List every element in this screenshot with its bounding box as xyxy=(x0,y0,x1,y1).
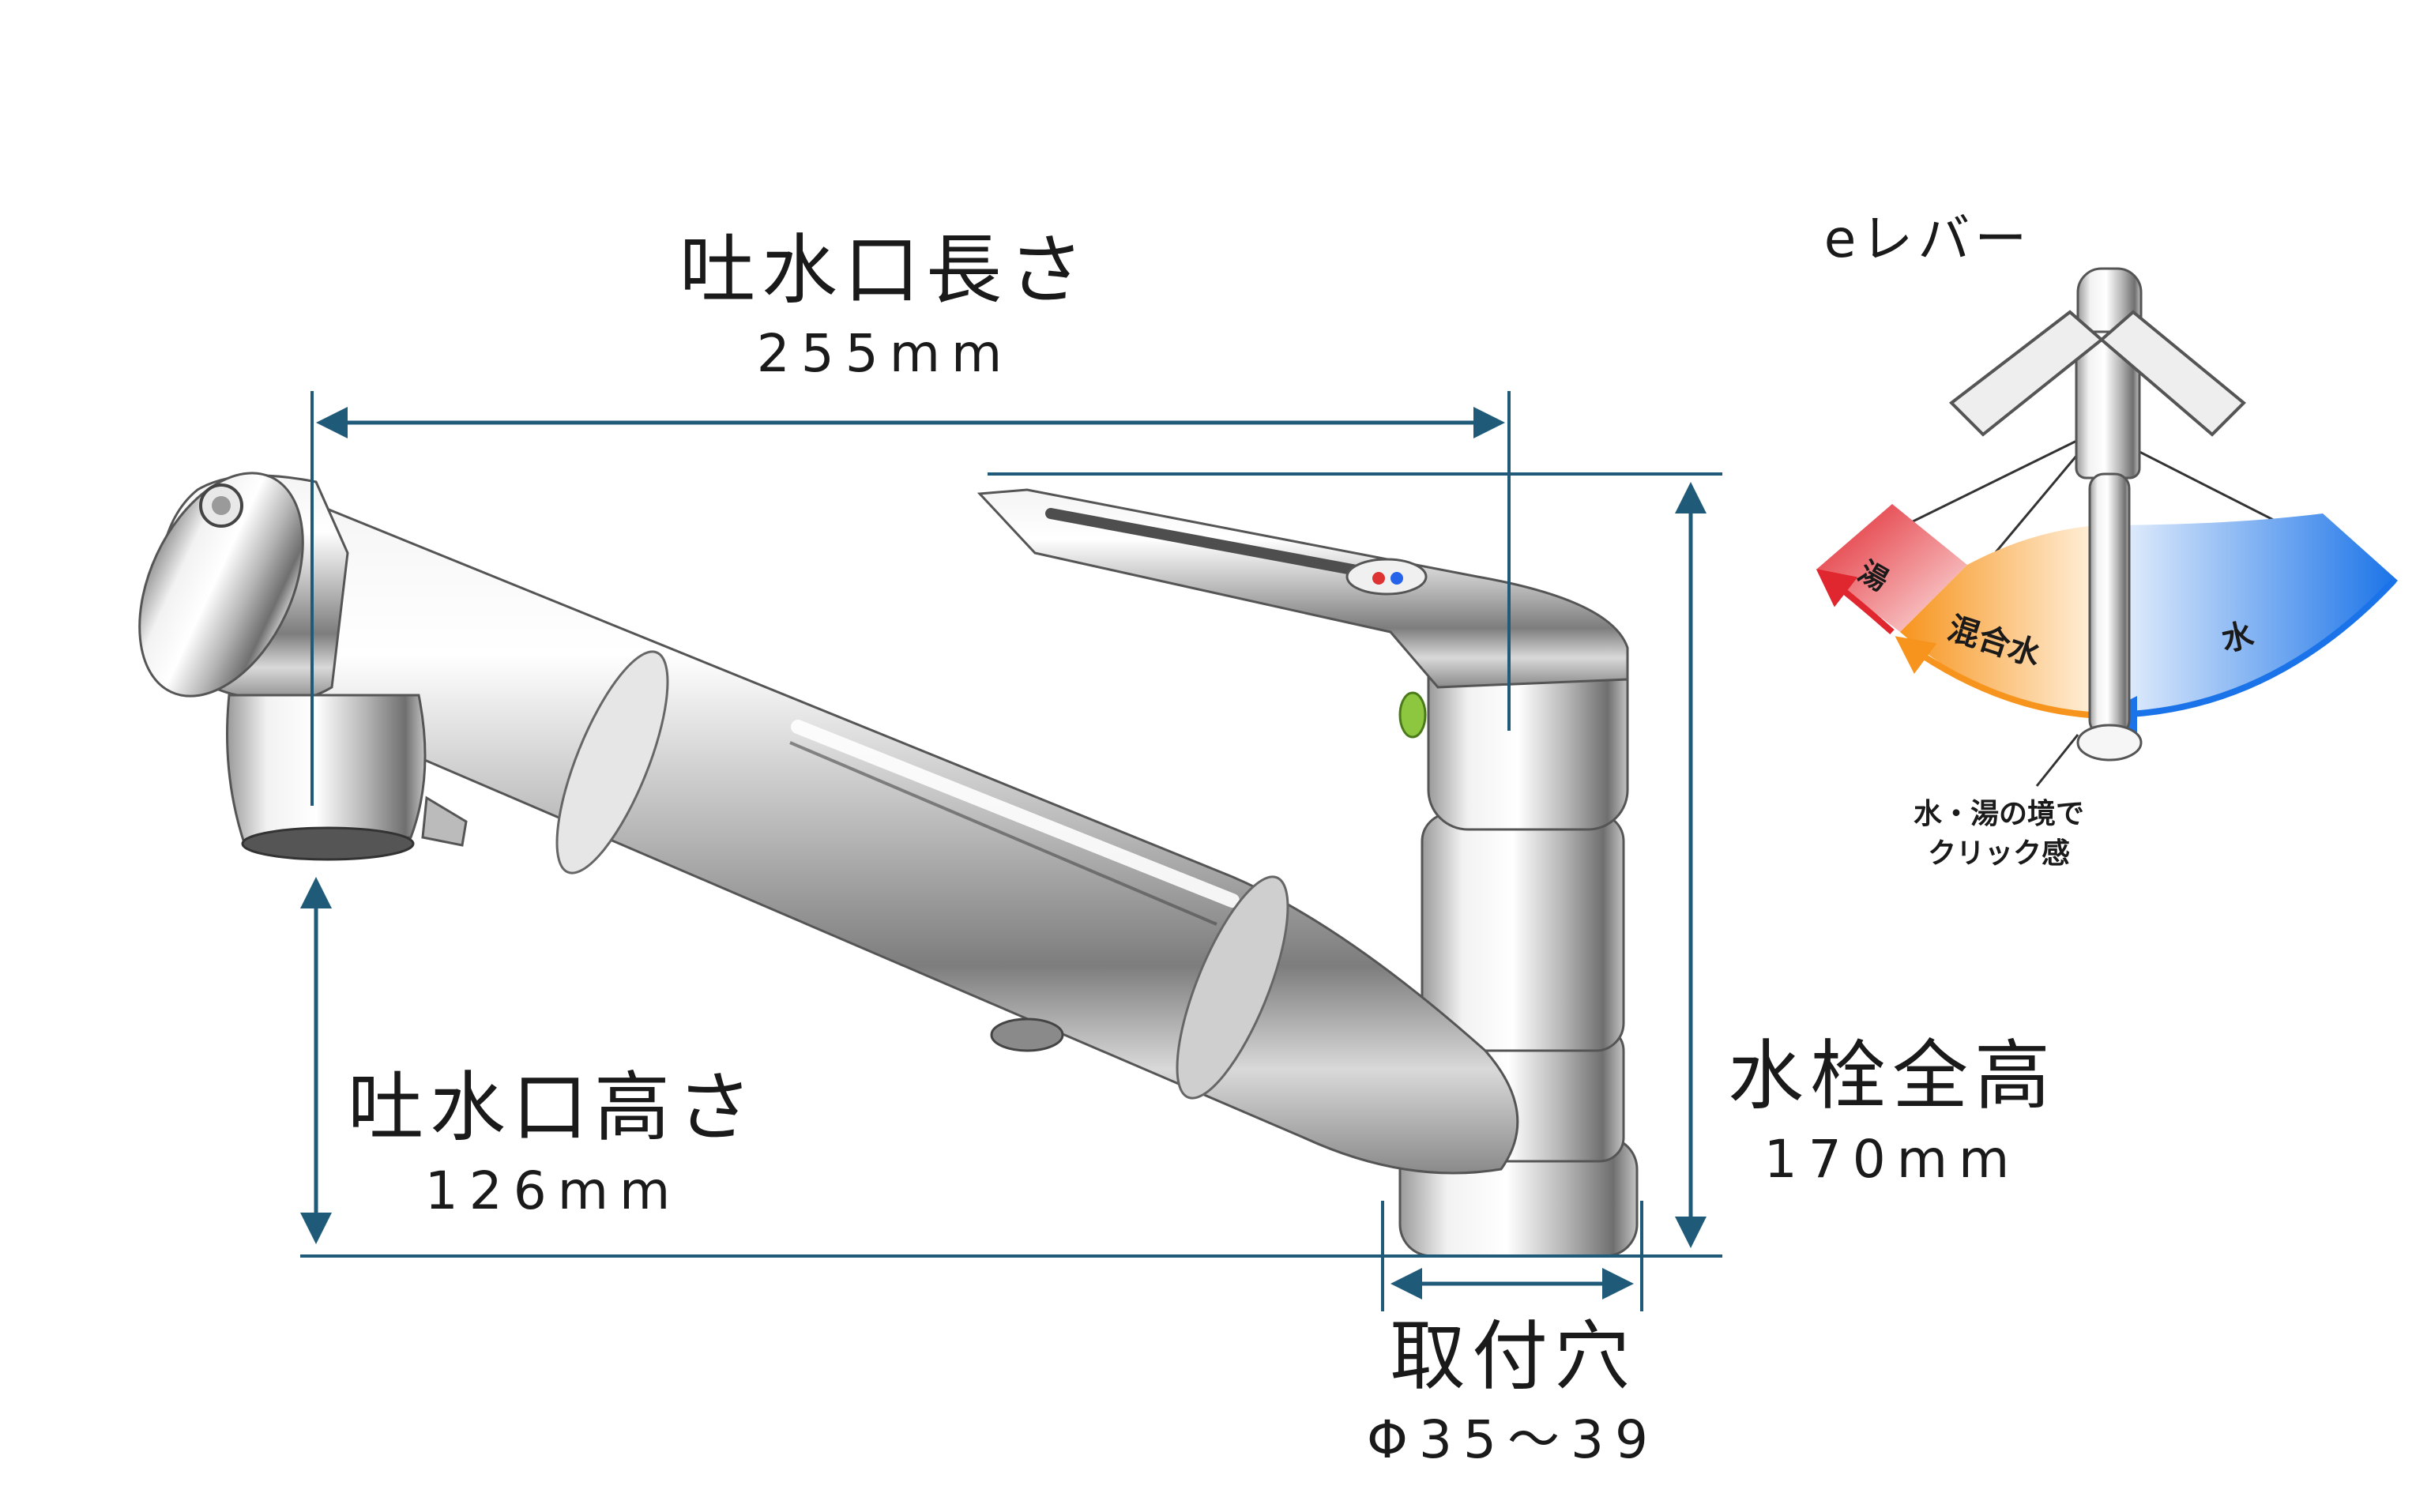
total-height-value: 170mm xyxy=(1764,1129,2021,1190)
e-lever-diagram: eレバー 湯 混合水 水 水・湯の境で クリック感 xyxy=(1816,209,2398,870)
eco-indicator-icon xyxy=(1398,691,1427,739)
mixed-zone xyxy=(1900,525,2098,719)
dimension-labels: 吐水口長さ 255mm 吐水口高さ 126mm 水栓全高 170mm 取付穴 Φ… xyxy=(348,226,2057,1470)
faucet-lever xyxy=(977,488,1629,689)
spout-height-label: 吐水口高さ xyxy=(348,1063,758,1152)
cold-zone xyxy=(2098,513,2398,719)
dimension-lines xyxy=(300,391,1722,1311)
mount-hole-label: 取付穴 xyxy=(1390,1312,1636,1401)
spout-length-label: 吐水口長さ xyxy=(679,226,1090,314)
total-height-label: 水栓全高 xyxy=(1728,1032,2057,1120)
e-lever-title: eレバー xyxy=(1824,209,2032,269)
faucet-column xyxy=(1421,812,1625,1052)
faucet-aerator xyxy=(226,694,427,847)
lever-indicator-icon xyxy=(1345,558,1428,596)
click-note-line1: 水・湯の境で xyxy=(1914,798,2084,830)
spout-length-value: 255mm xyxy=(757,323,1014,384)
spray-head-end xyxy=(138,472,304,698)
spout-height-value: 126mm xyxy=(425,1160,682,1221)
faucet-illustration xyxy=(138,472,1639,1258)
hot-zone xyxy=(1817,504,1967,632)
mount-hole-value: Φ35～39 xyxy=(1367,1409,1659,1470)
click-note-line2: クリック感 xyxy=(1928,837,2070,870)
